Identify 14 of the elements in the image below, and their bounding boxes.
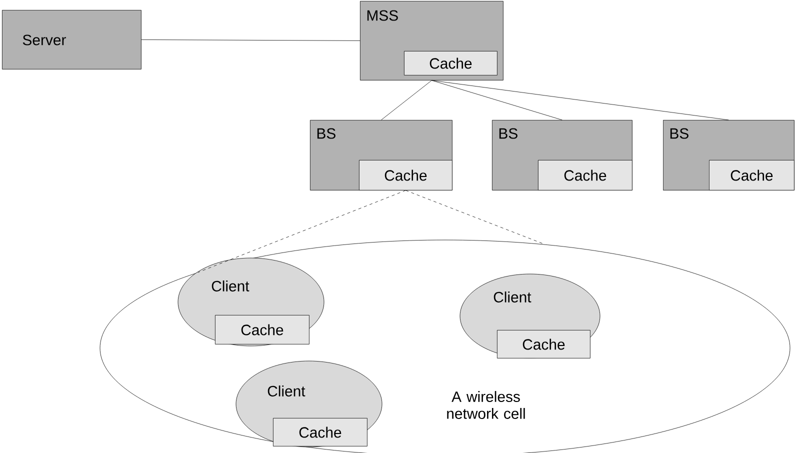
- cache-box: Cache: [497, 330, 590, 358]
- dashed-line: [406, 190, 546, 245]
- cache-box: Cache: [273, 418, 368, 446]
- connector-line: [432, 80, 729, 120]
- connector-line: [381, 80, 432, 120]
- cache-box: Cache: [709, 160, 794, 190]
- connector-line: [141, 40, 360, 41]
- server-box: Server: [2, 10, 142, 70]
- cache-box: Cache: [538, 160, 632, 190]
- cache-box: Cache: [359, 160, 452, 190]
- cache-box: Cache: [215, 315, 310, 344]
- dashed-line: [198, 190, 406, 273]
- connector-line: [432, 80, 562, 120]
- cache-box: Cache: [404, 51, 498, 76]
